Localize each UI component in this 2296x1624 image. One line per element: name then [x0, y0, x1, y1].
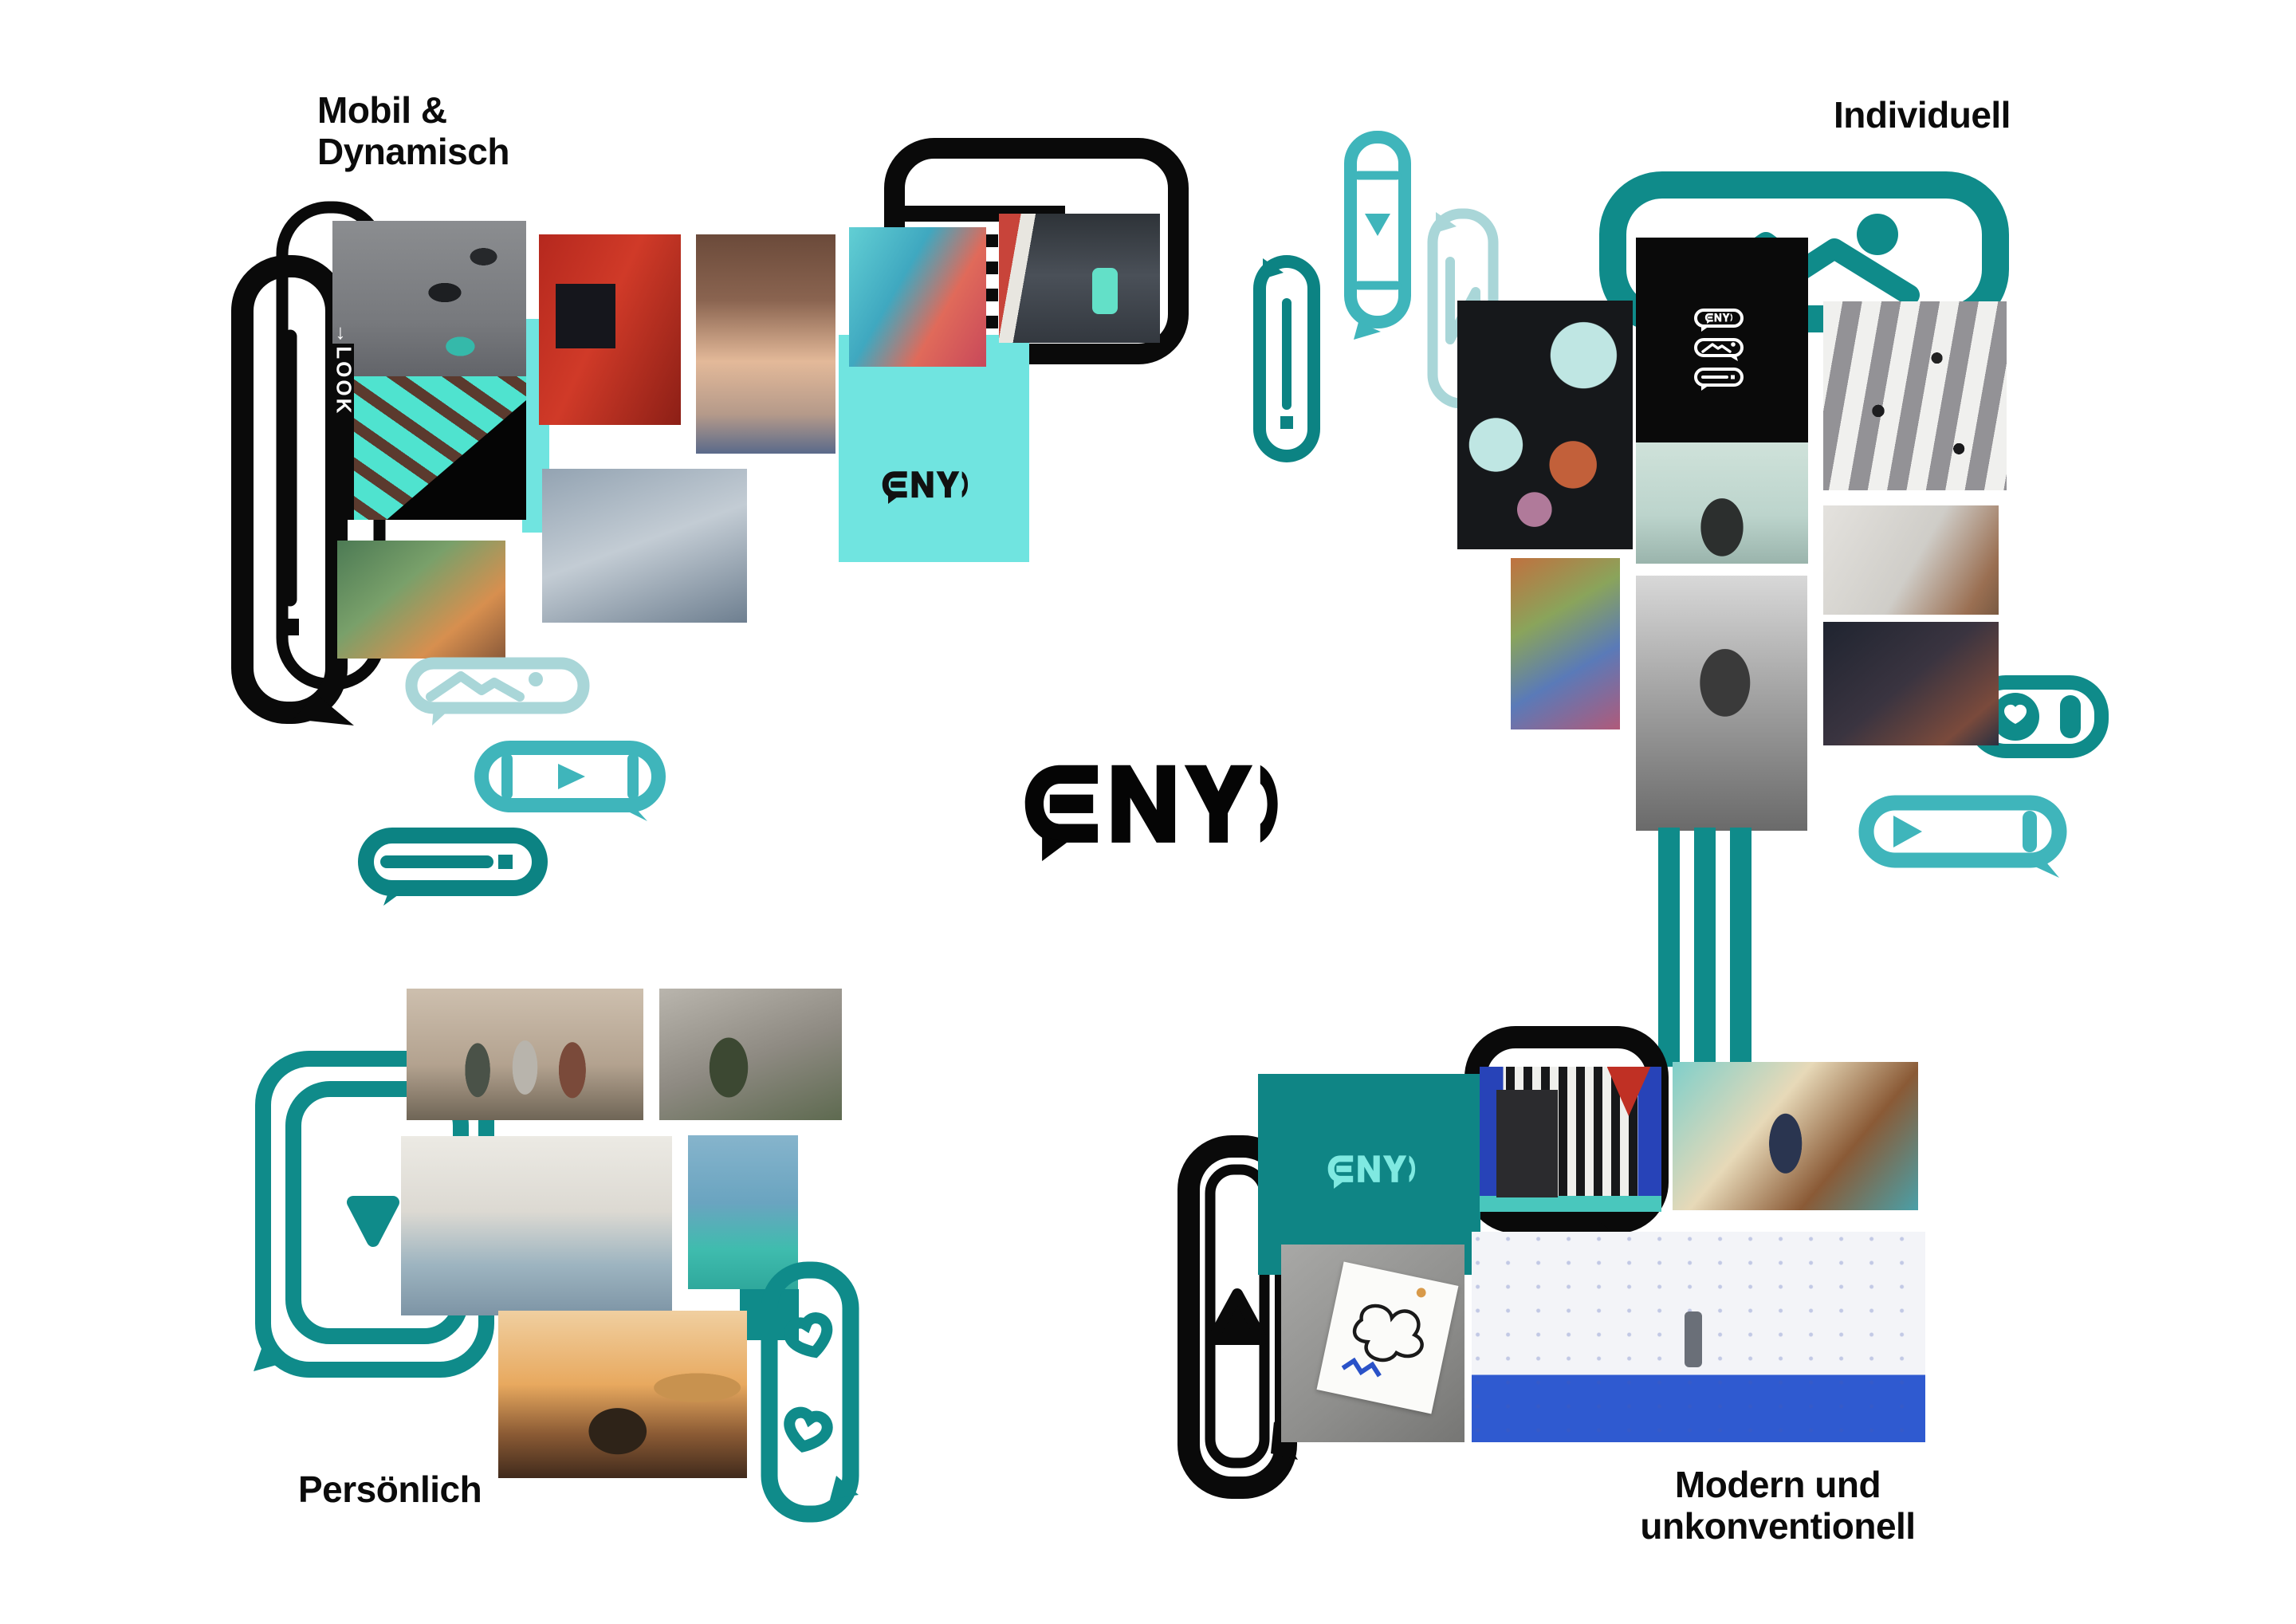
photo-black-strip: [332, 343, 354, 520]
photo-corner-triangle: [387, 400, 526, 520]
quadrant-label-persoenlich: Persönlich: [298, 1469, 482, 1510]
photo-smiling-man: [659, 989, 842, 1120]
quadrant-label-individuell: Individuell: [1834, 94, 2011, 136]
squiggle-hearts-bubble-icon: [761, 1261, 859, 1523]
doodle-wall-figure: [1685, 1311, 1703, 1368]
photo-graffiti-sitter: [1511, 558, 1620, 729]
play-icon: [1893, 816, 1922, 847]
train-window: [556, 284, 616, 349]
label-line: Mobil &: [317, 89, 447, 131]
mini-bubble-text-icon: [1694, 368, 1744, 391]
mural-door: [1496, 1090, 1559, 1197]
notification-bubble-icon: [1253, 255, 1320, 462]
photo-street-aerial: →LOOK: [332, 221, 526, 520]
chevron-down-icon: [1365, 214, 1390, 236]
photo-group-with-tablet: [401, 1136, 672, 1315]
photo-man-at-mural: [849, 227, 986, 367]
speech-bubble-video-icon: [474, 741, 666, 821]
photo-doodle-wall: [1472, 1232, 1925, 1442]
photo-women-walking: [407, 989, 643, 1120]
play-bubble-icon: [1858, 795, 2067, 878]
photo-striped-mural: [1480, 1067, 1661, 1212]
heart-icon: [2004, 704, 2027, 724]
photo-man-with-scarf: [1636, 442, 1808, 564]
connector-bar: [1694, 828, 1716, 1067]
photo-denim-graffiti-woman: [1673, 1062, 1918, 1210]
photo-woman-teal-sweater: [688, 1135, 798, 1289]
heart-icon: [784, 1410, 829, 1451]
quadrant-label-mobil-dynamisch: Mobil & Dynamisch: [317, 89, 684, 172]
triangle-up-icon: [1207, 1288, 1268, 1345]
heart-icon: [787, 1315, 833, 1358]
label-line: unkonventionell: [1640, 1505, 1916, 1547]
mint-backpack: [1092, 268, 1119, 315]
quadrant-label-modern-unkonventionell: Modern und unkonventionell: [1610, 1464, 1945, 1547]
photo-friends-group: [337, 541, 505, 659]
play-icon: [558, 764, 585, 789]
enyi-logo: [1024, 765, 1278, 862]
label-line: Modern und: [1674, 1464, 1881, 1505]
photo-man-with-phone: [542, 469, 747, 623]
photo-sketchbook-street: [1281, 1245, 1464, 1442]
connector-bar: [1730, 828, 1751, 1067]
photo-abstract-mural: [1457, 301, 1633, 549]
mural-red-triangle: [1606, 1067, 1651, 1116]
connector-bar: [1658, 828, 1680, 1067]
photo-red-train: [539, 234, 681, 425]
scroll-phone-icon: [1344, 131, 1411, 340]
mini-bubble-image-icon: [1694, 338, 1744, 361]
sun-icon: [1857, 214, 1898, 255]
doodle-lines: [1341, 1288, 1426, 1378]
photo-woman-at-desk: [1823, 505, 1999, 615]
mini-bubble-logo-icon: [1694, 309, 1744, 332]
enyi-logo: [882, 471, 969, 505]
look-overlay-text: →LOOK: [332, 323, 357, 416]
photo-bw-doorstep: [1636, 576, 1807, 831]
speech-bubble-text-icon: [358, 828, 548, 906]
photo-train-platform: [999, 214, 1160, 343]
chat-feature-panel: [1636, 238, 1808, 444]
photo-couple-hug: [1823, 622, 1999, 745]
enyi-logo: [1327, 1155, 1416, 1189]
speech-bubble-image-icon: [405, 657, 590, 725]
label-line: Dynamisch: [317, 131, 509, 172]
triangle-down-icon: [347, 1196, 399, 1247]
photo-crosswalk-aerial: [1823, 301, 2007, 490]
aqua-logo-box: [839, 335, 1029, 562]
photo-sunset-skyline: [498, 1311, 747, 1478]
sketch-paper: [1316, 1261, 1459, 1414]
photo-woman-portrait: [696, 234, 835, 454]
